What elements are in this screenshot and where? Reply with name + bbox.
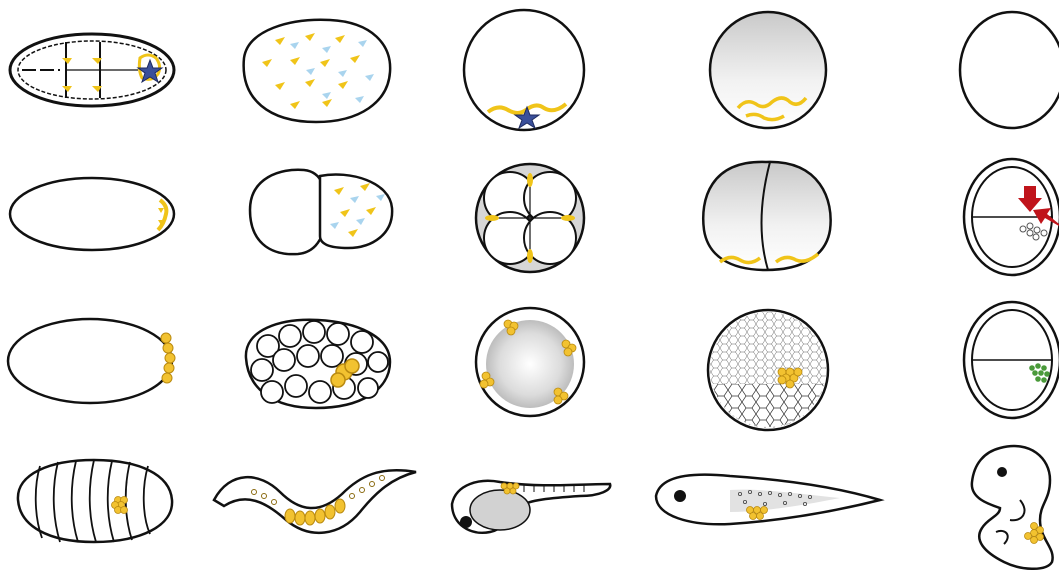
- fish-oocyte-icon: [464, 10, 584, 130]
- fish-blastula-icon: [476, 308, 584, 416]
- mouse-induction-icon: [964, 159, 1059, 275]
- fly-pole-cells-icon: [8, 319, 175, 403]
- frog-blastula-icon: [708, 310, 828, 430]
- frog-oocyte-icon: [710, 12, 826, 128]
- frog-two-cell-icon: [703, 162, 830, 270]
- fish-embryo-icon: [452, 481, 610, 533]
- fish-four-cell-icon: [476, 164, 584, 272]
- mouse-embryo-icon: [972, 446, 1053, 569]
- fly-early-embryo-icon: [10, 178, 174, 250]
- worm-multicell-icon: [246, 320, 390, 408]
- worm-larva-icon: [214, 470, 416, 533]
- worm-oocyte-icon: [244, 20, 390, 122]
- fly-oocyte-icon: [10, 34, 174, 106]
- mouse-pgcs-icon: [964, 302, 1059, 418]
- fly-larva-icon: [18, 460, 172, 542]
- mouse-oocyte-icon: [960, 12, 1059, 128]
- worm-two-cell-icon: [250, 170, 392, 254]
- frog-tadpole-icon: [656, 475, 880, 525]
